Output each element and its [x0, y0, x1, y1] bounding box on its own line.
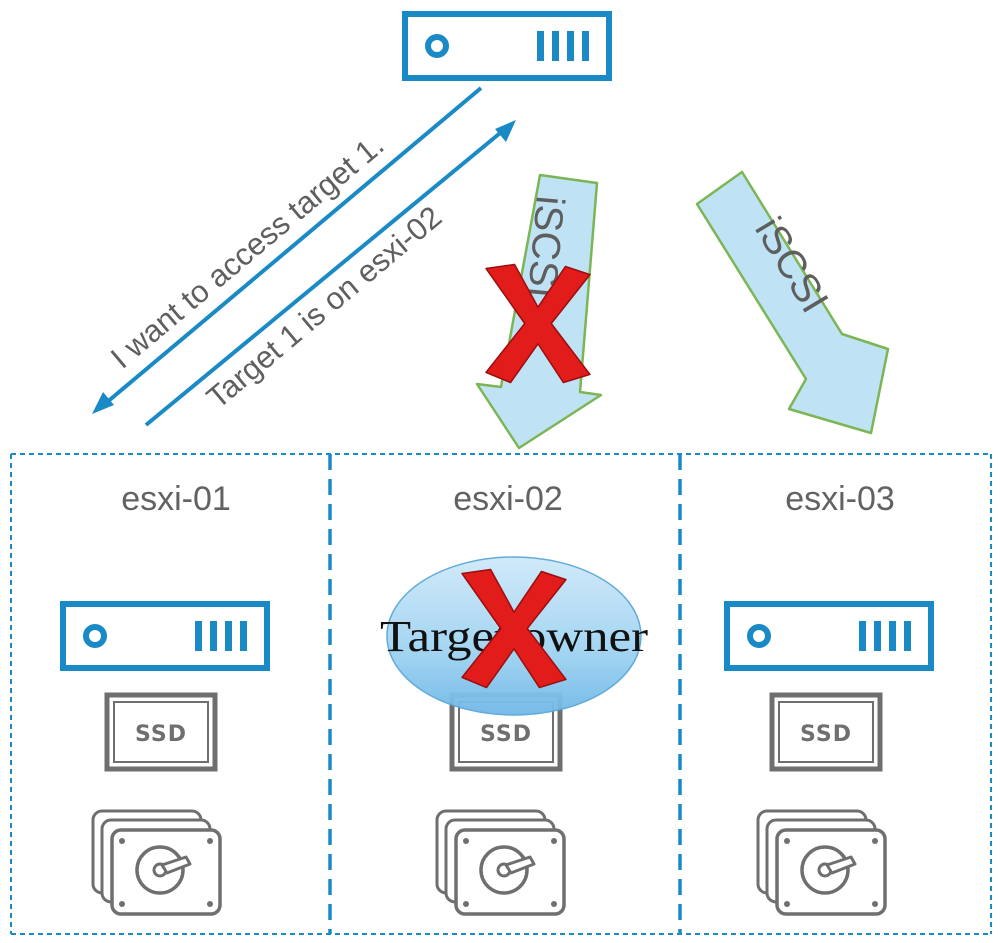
server-icon — [405, 14, 609, 78]
host-esxi-01: esxi-01 SSD — [63, 480, 267, 916]
ssd-label: SSD — [480, 722, 532, 747]
request-message: I want to access target 1. — [104, 127, 390, 375]
server-icon — [727, 604, 931, 668]
host-name: esxi-01 — [121, 480, 231, 518]
hdd-stack-icon — [756, 809, 887, 916]
host-esxi-03: esxi-03 SSD — [727, 480, 931, 916]
ssd-label: SSD — [800, 722, 852, 747]
host-name: esxi-03 — [785, 480, 895, 518]
ssd-label: SSD — [135, 722, 187, 747]
reply-message: Target 1 is on esxi-02 — [200, 199, 448, 415]
cluster-frame — [10, 453, 992, 935]
iscsi-path-esxi-02: iSCSI — [475, 173, 603, 450]
hdd-stack-icon — [435, 809, 566, 916]
arrowhead-icon — [495, 120, 516, 142]
host-name: esxi-02 — [453, 480, 563, 518]
request-arrow — [92, 86, 483, 414]
host-esxi-02: esxi-02 SSD Target owner — [380, 480, 648, 916]
server-icon — [63, 604, 267, 668]
hdd-stack-icon — [91, 809, 222, 916]
reply-arrow — [144, 120, 516, 427]
iscsi-path-esxi-03: iSCSI — [695, 170, 890, 435]
arrowhead-icon — [92, 392, 114, 414]
